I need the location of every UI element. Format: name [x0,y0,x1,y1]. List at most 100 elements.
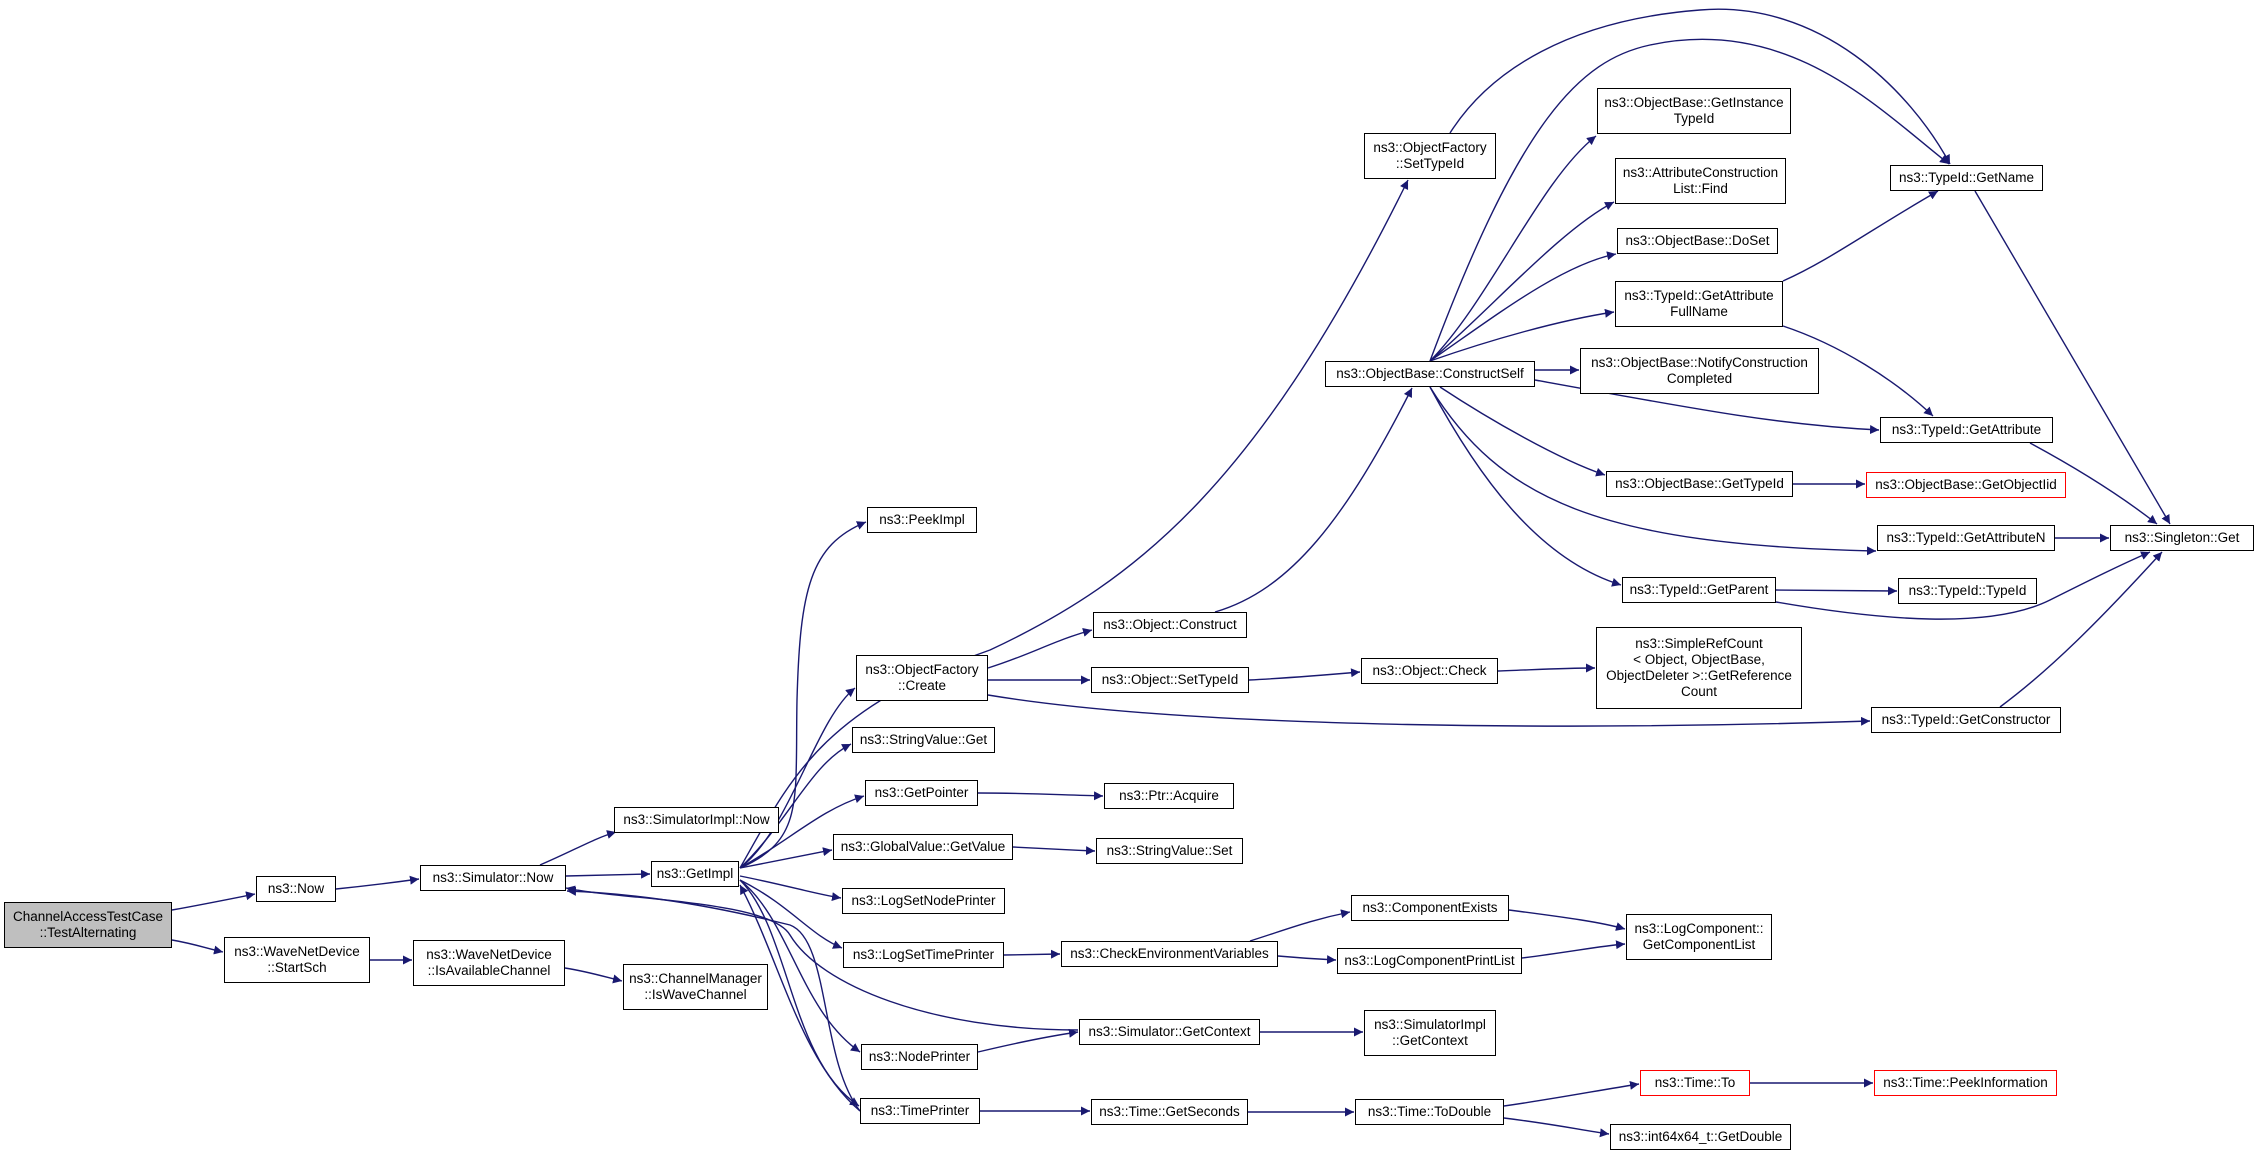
graph-node-tidtypeid[interactable]: ns3::TypeId::TypeId [1898,578,2037,604]
node-label-line: ::StartSch [267,960,327,975]
node-label-line: ns3::TypeId::GetAttribute [1891,422,2042,437]
edge-todouble-int64getdouble [1503,1117,1610,1138]
graph-node-startsch[interactable]: ns3::WaveNetDevice::StartSch [224,937,370,983]
graph-node-timegetsec[interactable]: ns3::Time::GetSeconds [1091,1099,1248,1125]
edge-ofcreate-objconstruct [987,628,1093,669]
node-label-line: ns3::CheckEnvironmentVariables [1070,946,1269,961]
edge-getimpl-gvgetvalue [739,847,833,869]
graph-node-objcheck[interactable]: ns3::Object::Check [1361,658,1498,684]
graph-node-tidgetattrn[interactable]: ns3::TypeId::GetAttributeN [1877,525,2055,551]
graph-node-simimplgetctx[interactable]: ns3::SimulatorImpl::GetContext [1364,1010,1496,1056]
graph-node-root: ChannelAccessTestCase::TestAlternating [4,902,172,948]
node-label-line: ::GetContext [1392,1033,1468,1048]
graph-node-compexists[interactable]: ns3::ComponentExists [1351,895,1509,921]
graph-node-nodeprinter[interactable]: ns3::NodePrinter [861,1044,978,1070]
graph-node-getimpl[interactable]: ns3::GetImpl [651,861,739,887]
graph-node-todouble[interactable]: ns3::Time::ToDouble [1355,1099,1504,1125]
graph-node-logsetnode[interactable]: ns3::LogSetNodePrinter [842,888,1005,914]
graph-node-peekinfo[interactable]: ns3::Time::PeekInformation [1874,1070,2057,1096]
graph-node-svset[interactable]: ns3::StringValue::Set [1096,838,1243,864]
graph-node-ptracquire[interactable]: ns3::Ptr::Acquire [1104,783,1234,809]
node-label-line: ns3::TypeId::GetParent [1629,582,1769,597]
graph-node-obgettypeid[interactable]: ns3::ObjectBase::GetTypeId [1606,471,1793,497]
node-label-line: ns3::Simulator::Now [432,870,554,885]
graph-node-timeprinter[interactable]: ns3::TimePrinter [860,1098,980,1124]
edge-getimpl-ofcreate [739,687,856,869]
graph-node-doset[interactable]: ns3::ObjectBase::DoSet [1617,228,1778,254]
graph-node-tidgetattr[interactable]: ns3::TypeId::GetAttribute [1880,417,2053,443]
node-label-line: ::Create [897,678,947,693]
node-label-line: ns3::AttributeConstruction [1622,165,1779,180]
node-label-line: ns3::LogSetTimePrinter [852,947,995,962]
graph-node-constructself[interactable]: ns3::ObjectBase::ConstructSelf [1325,361,1535,387]
node-label-line: ns3::GetImpl [656,866,734,881]
graph-node-int64getdouble[interactable]: ns3::int64x64_t::GetDouble [1610,1124,1791,1150]
graph-node-timeto-truncated[interactable]: ns3::Time::To [1640,1070,1750,1096]
graph-node-objsettypeid[interactable]: ns3::Object::SetTypeId [1091,667,1249,693]
edge-checkenv-compexists [1249,909,1351,942]
graph-node-simplerefcount[interactable]: ns3::SimpleRefCount< Object, ObjectBase,… [1596,627,1802,709]
node-label-line: List::Find [1673,181,1728,196]
graph-node-iswave[interactable]: ns3::ChannelManager::IsWaveChannel [623,964,768,1010]
edge-getpointer-ptracquire [977,791,1104,801]
graph-node-logcompget[interactable]: ns3::LogComponent::GetComponentList [1626,914,1772,960]
edge-tidgetparent-singleton [1775,551,2151,620]
node-label-line: ::IsAvailableChannel [427,963,551,978]
edge-timeprinter-getimpl [739,884,861,1112]
node-label-line: ns3::ObjectBase::ConstructSelf [1336,366,1524,381]
graph-node-ofsettypeid[interactable]: ns3::ObjectFactory::SetTypeId [1364,133,1496,179]
node-label-line: Completed [1666,371,1733,386]
node-label-line: Count [1680,684,1718,699]
node-label-line: ns3::TypeId::GetName [1898,170,2035,185]
node-label-line: ns3::SimpleRefCount [1635,636,1763,651]
node-label-line: ns3::ComponentExists [1362,900,1498,915]
graph-node-singleton[interactable]: ns3::Singleton::Get [2110,525,2254,551]
node-label-line: ns3::Time::ToDouble [1367,1104,1492,1119]
graph-node-checkenv[interactable]: ns3::CheckEnvironmentVariables [1061,941,1278,967]
edge-root-startsch [171,939,224,955]
node-label-line: ns3::StringValue::Get [859,732,988,747]
edge-constructself-tidgetparent [1429,386,1622,587]
edge-getimpl-peekimpl [739,521,867,869]
graph-node-ofcreate[interactable]: ns3::ObjectFactory::Create [856,655,988,701]
node-label-line: ns3::WaveNetDevice [234,944,360,959]
edge-getimpl-logsetnode [739,875,842,902]
graph-node-logsettime[interactable]: ns3::LogSetTimePrinter [843,942,1004,968]
node-label-line: ns3::TimePrinter [870,1103,970,1118]
node-label-line: ns3::ObjectFactory [1373,140,1487,155]
node-label-line: ns3::TypeId::GetConstructor [1881,712,2051,727]
graph-node-tidgetparent[interactable]: ns3::TypeId::GetParent [1622,577,1776,603]
graph-node-tidgetctor[interactable]: ns3::TypeId::GetConstructor [1871,707,2061,733]
node-label-line: ns3::TypeId::GetAttribute [1624,288,1774,303]
graph-node-tidgetname[interactable]: ns3::TypeId::GetName [1890,165,2043,191]
edge-constructself-getattrfull [1429,308,1615,362]
node-label-line: ns3::GetPointer [874,785,969,800]
graph-node-now[interactable]: ns3::Now [256,876,336,902]
node-label-line: ::SetTypeId [1395,156,1465,171]
graph-node-gvgetvalue[interactable]: ns3::GlobalValue::GetValue [833,834,1013,860]
edge-constructself-doset [1429,251,1617,362]
graph-node-logcompprint[interactable]: ns3::LogComponentPrintList [1337,948,1522,974]
edge-getimpl-svget [739,743,852,869]
graph-node-simimplnow[interactable]: ns3::SimulatorImpl::Now [614,807,779,833]
edge-objconstruct-constructself [1214,387,1413,613]
edge-now-simnow [335,875,420,890]
node-label-line: ns3::Object::SetTypeId [1101,672,1239,687]
graph-node-simgetctx[interactable]: ns3::Simulator::GetContext [1079,1019,1260,1045]
node-label-line: ns3::Time::GetSeconds [1099,1104,1240,1119]
graph-node-peekimpl[interactable]: ns3::PeekImpl [867,507,977,533]
graph-node-getpointer[interactable]: ns3::GetPointer [865,780,978,806]
edge-constructself-getinsttid [1429,135,1597,362]
node-label-line: FullName [1670,304,1728,319]
graph-node-getobjectiid[interactable]: ns3::ObjectBase::GetObjectIid [1866,472,2066,498]
graph-node-svget[interactable]: ns3::StringValue::Get [852,727,995,753]
graph-node-isavail[interactable]: ns3::WaveNetDevice::IsAvailableChannel [413,940,565,986]
node-label-line: ChannelAccessTestCase [12,909,164,924]
edge-checkenv-logcompprint [1277,955,1337,965]
graph-node-simnow[interactable]: ns3::Simulator::Now [420,865,566,891]
graph-node-objconstruct[interactable]: ns3::Object::Construct [1093,612,1247,638]
